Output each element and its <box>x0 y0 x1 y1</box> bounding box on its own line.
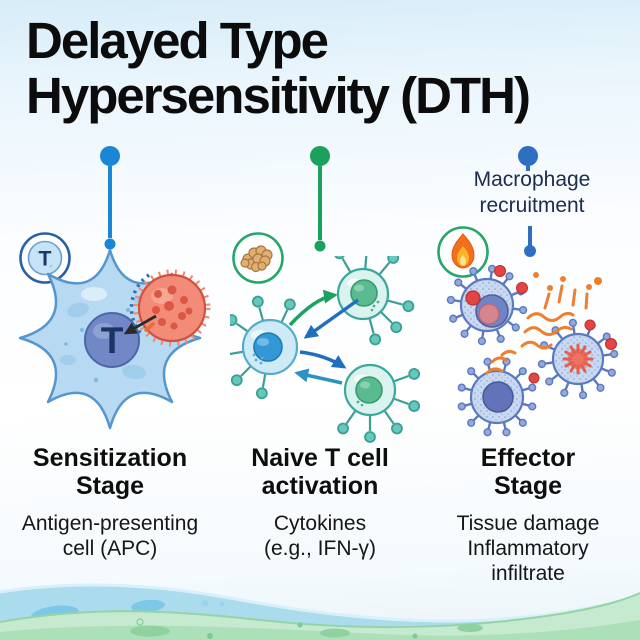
apc-illustration: T <box>18 248 211 430</box>
pathogen-dot <box>465 290 481 306</box>
macrophage-nucleus <box>482 381 514 413</box>
title-line-1: Delayed Type <box>26 12 329 69</box>
wave-green-blobs <box>130 618 483 639</box>
stage-activation: Naive T cell activation Cytokines (e.g.,… <box>215 444 425 561</box>
macrophage-cell-c <box>456 356 538 438</box>
signal-arrow-blue-lower <box>299 350 347 369</box>
stage-description: Antigen-presenting cell (APC) <box>21 512 199 561</box>
wave-green-edge <box>0 592 640 629</box>
signal-arrow-blue-upper <box>303 298 360 339</box>
stage-title: Naive T cell activation <box>251 444 389 500</box>
stage-title: Effector Stage <box>480 444 576 500</box>
timeline-dot-sensitization <box>100 146 120 250</box>
wave-blue-highlight <box>0 583 640 623</box>
flame-badge-icon <box>436 225 490 279</box>
tcr-link <box>144 322 155 332</box>
stage-description: Cytokines (e.g., IFN-γ) <box>263 512 376 561</box>
antigen-cluster-badge-icon <box>231 231 285 285</box>
antigen-particle <box>133 269 211 347</box>
activated-t-cell-upper <box>331 256 416 347</box>
t-cell-badge-icon: T <box>18 231 72 285</box>
timeline-dot-activation <box>310 146 330 252</box>
flame-icon <box>451 233 475 269</box>
naive-t-cell <box>230 294 299 401</box>
stage-sensitization: Sensitization Stage Antigen-presenting c… <box>5 444 215 561</box>
signal-arrow-teal-return <box>294 368 343 385</box>
macrophage-cell-b <box>536 317 620 401</box>
stage-effector: Effector Stage Tissue damage Inflammator… <box>423 444 633 587</box>
granule-cluster <box>240 245 273 273</box>
t-badge-letter: T <box>39 248 52 271</box>
apc-nucleus-letter: T <box>101 320 124 361</box>
stage-title: Sensitization Stage <box>32 444 188 500</box>
macrophage-recruitment-label: Macrophage recruitment <box>473 168 591 217</box>
page-title: Delayed Type Hypersensitivity (DTH) <box>26 12 626 124</box>
macrophage-cell-a <box>445 263 529 347</box>
timeline <box>11 146 631 257</box>
apc-nucleus-highlight <box>93 323 115 339</box>
inflammation-dots <box>533 272 602 291</box>
engulfed-pathogen-starburst <box>562 343 594 375</box>
stage-description: Tissue damage Inflammatory infiltrate <box>456 512 600 586</box>
mhc-comb-icon <box>129 273 151 336</box>
activated-t-cell-lower <box>334 363 422 444</box>
effector-illustration <box>445 263 620 438</box>
wave-decoration <box>0 583 640 640</box>
title-line-2: Hypersensitivity (DTH) <box>26 66 531 124</box>
pathogen-dots <box>494 265 617 384</box>
engulfed-particle <box>478 303 500 325</box>
timeline-dot-effector <box>518 146 538 257</box>
activation-arrow-green <box>288 289 338 327</box>
apc-cell-texture <box>60 287 147 383</box>
t-cell-activation-illustration <box>230 256 422 444</box>
antigen-presentation-arrow <box>123 314 157 335</box>
inflammation-squiggles <box>485 284 589 375</box>
